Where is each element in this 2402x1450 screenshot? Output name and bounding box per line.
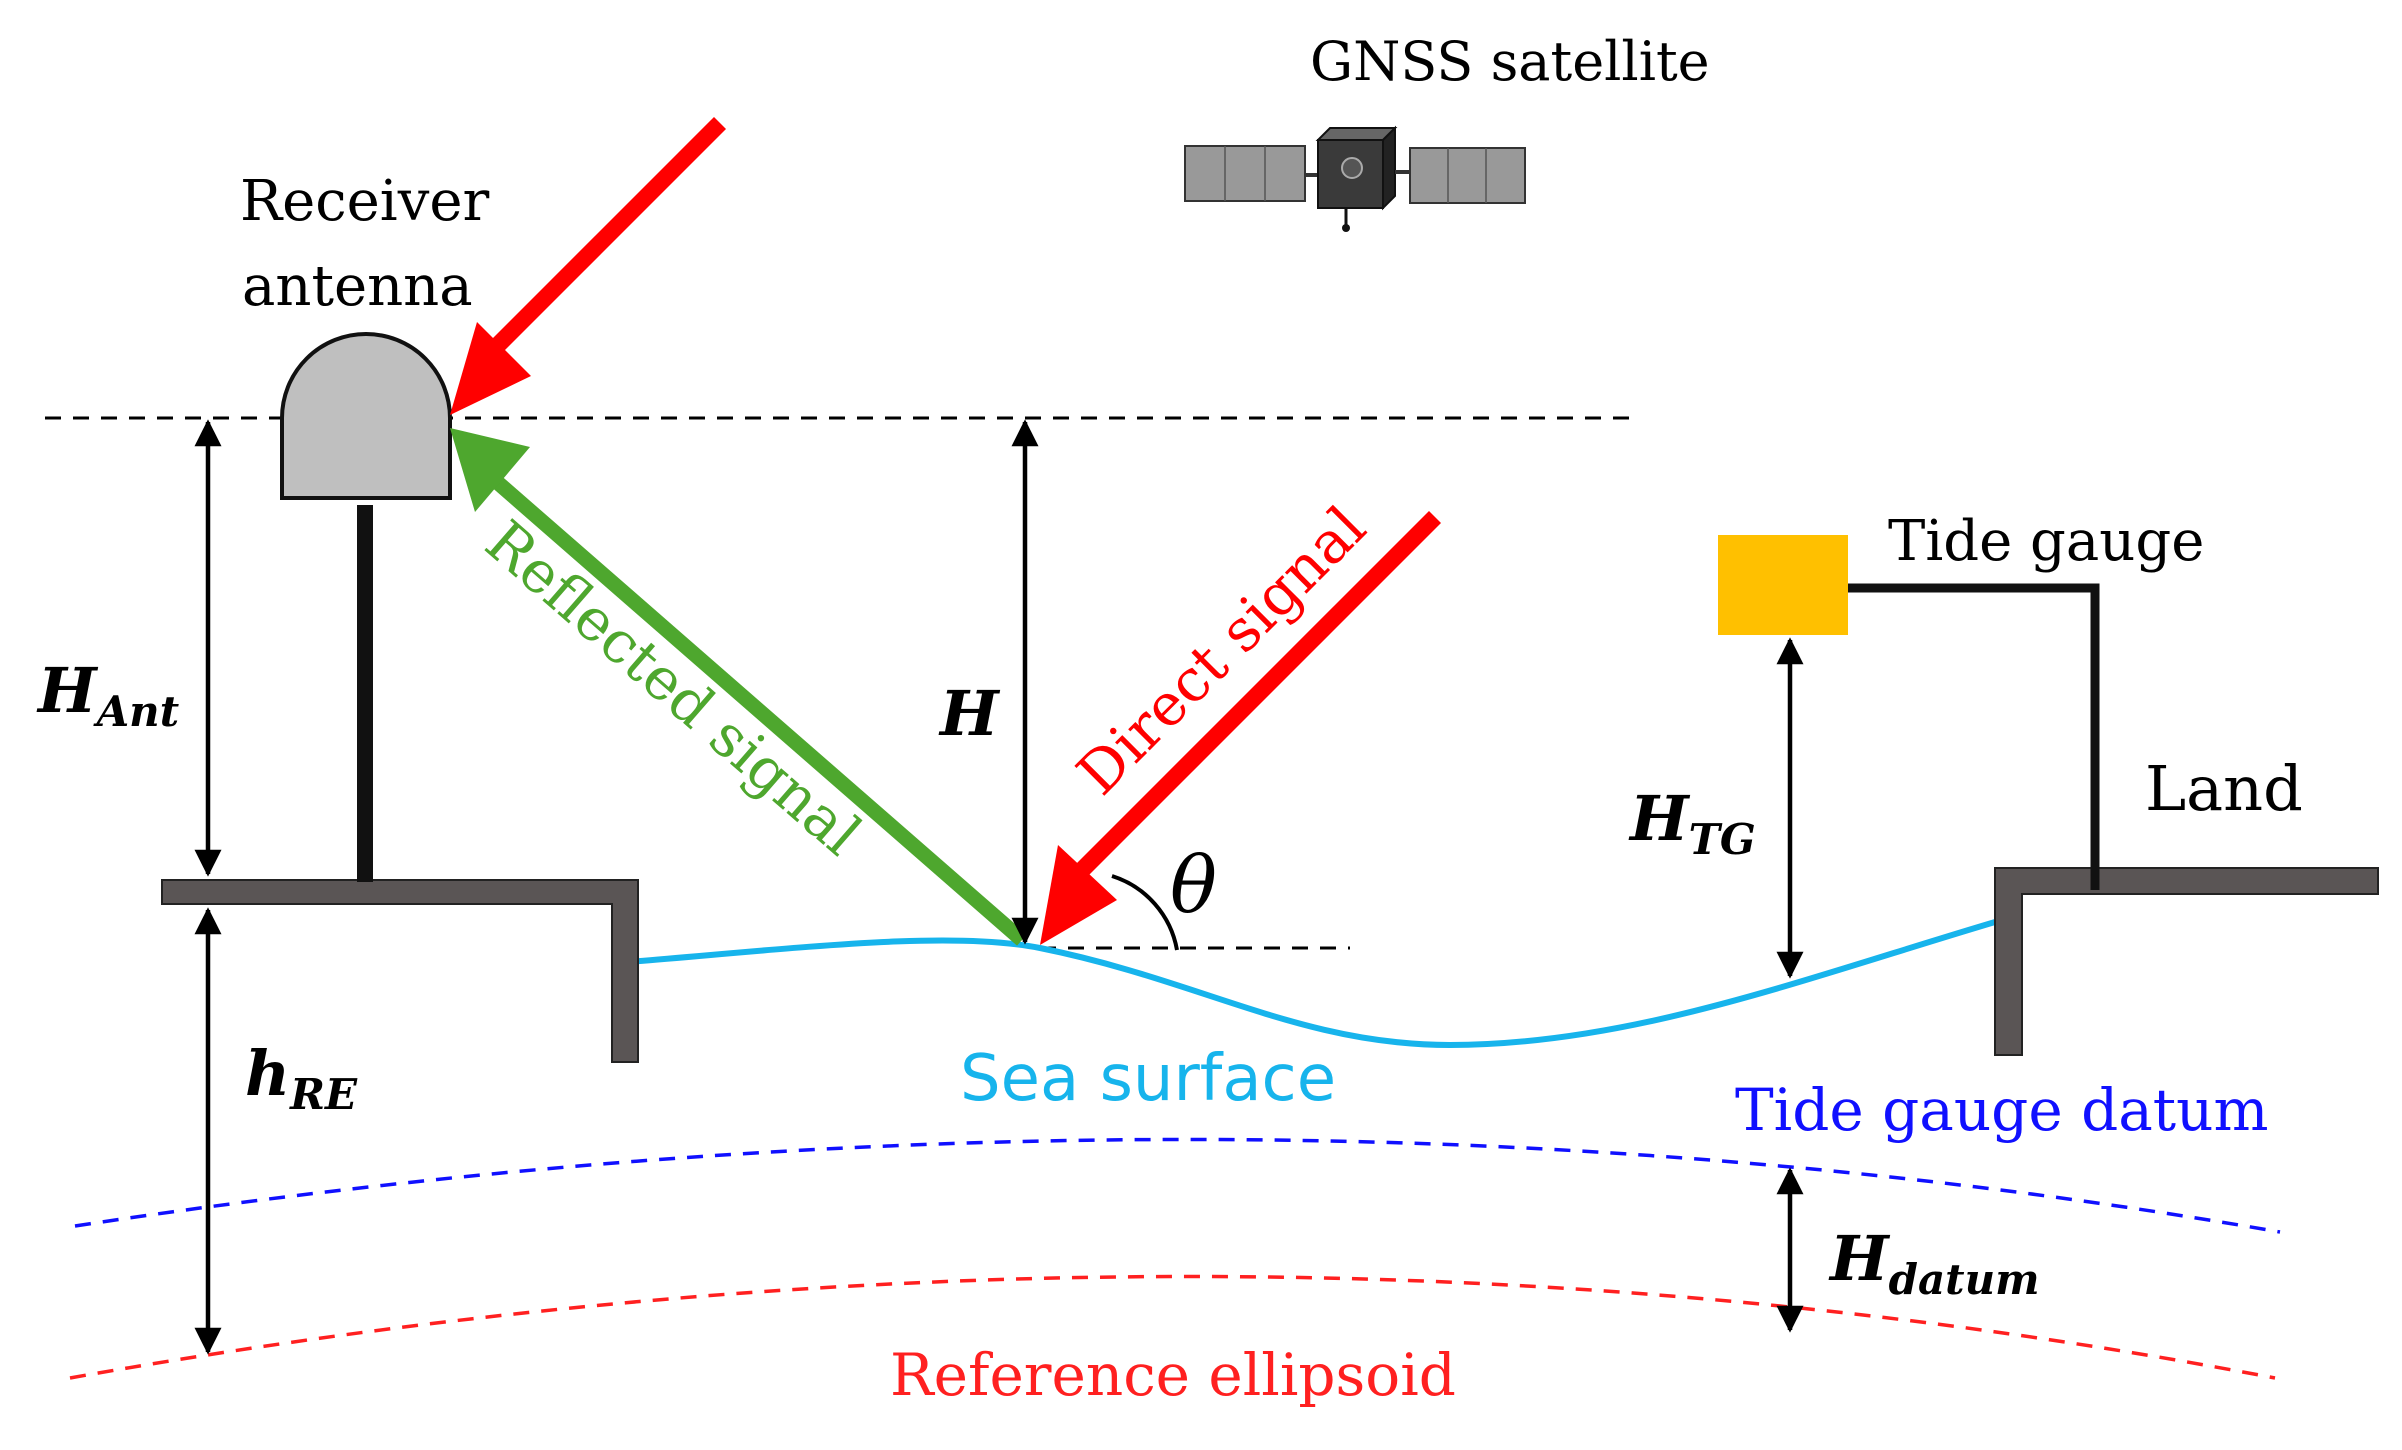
direct-signal-to-antenna-arrowhead [450,322,531,415]
receiver-platform [161,879,639,1063]
h-ant-symbol: HAnt [36,654,179,736]
direct-signal-to-sea-shaft [1073,510,1442,879]
receiver-label-line2: antenna [242,254,473,319]
h-symbol: H [938,677,1001,750]
reference-ellipsoid-curve [69,1274,2276,1380]
h-re-symbol: hRE [245,1037,358,1119]
land-structure [1994,867,2379,1056]
reflected-signal-label: Reflected signal [473,507,874,868]
gnss-satellite-label: GNSS satellite [1310,30,1710,93]
receiver-label-line1: Receiver [240,169,489,234]
sea-surface-label: Sea surface [960,1042,1336,1116]
tide-gauge-label: Tide gauge [1888,509,2204,574]
antenna-dome [280,332,452,500]
tide-gauge-datum-label: Tide gauge datum [1735,1076,2268,1144]
antenna-pole [357,505,373,882]
sea-surface-curve [627,919,1996,1049]
gnss-satellite-icon [1184,125,1526,232]
h-datum-symbol: Hdatum [1828,1222,2040,1304]
direct-signal-label: Direct signal [1064,493,1379,808]
reference-ellipsoid-label: Reference ellipsoid [890,1341,1456,1409]
reflected-signal-shaft [492,476,1027,946]
reflected-signal-arrowhead [450,428,530,512]
h-tg-symbol: HTG [1628,782,1756,864]
tide-gauge-box [1718,535,1848,635]
theta-symbol: θ [1170,841,1217,931]
tide-gauge-datum-curve [74,1137,2281,1234]
theta-angle-arc [1111,874,1179,951]
direct-signal-to-antenna-shaft [481,116,727,362]
land-label: Land [2145,752,2303,825]
direct-signal-to-sea-arrowhead [1040,845,1117,945]
tide-gauge-frame [1845,583,2100,890]
